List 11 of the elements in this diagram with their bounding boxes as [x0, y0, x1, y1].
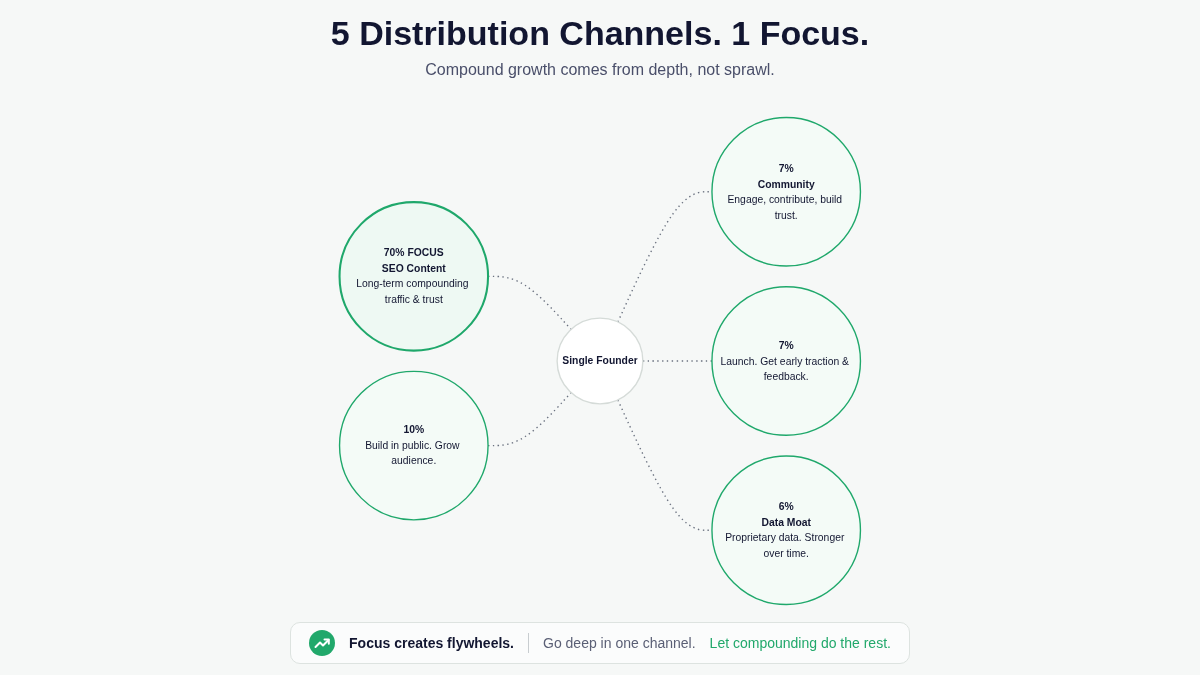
title: 5 Distribution Channels. 1 Focus.	[330, 14, 870, 54]
node-circle: 70% FOCUS SEO Content Long-term compounding traffic & trust	[338, 201, 490, 352]
note-text: Let compounding do the rest.	[709, 635, 891, 651]
node-circle: 6% Data Moat Proprietary data. Stronger over time.	[711, 455, 862, 606]
node-circle: 10% Build in public. Grow audience.	[338, 370, 489, 521]
subtitle: Compound growth comes from depth, not sprawl.	[425, 61, 775, 80]
note-text: Go deep in one channel.	[543, 635, 696, 651]
node-circle: 7% Community Engage, contribute, build trust.	[711, 116, 862, 267]
tagline: Focus creates flywheels.	[349, 635, 514, 651]
node-circle: 7% Launch. Get early traction & feedback.	[711, 286, 862, 436]
node-circle: Single Founder	[556, 317, 644, 405]
